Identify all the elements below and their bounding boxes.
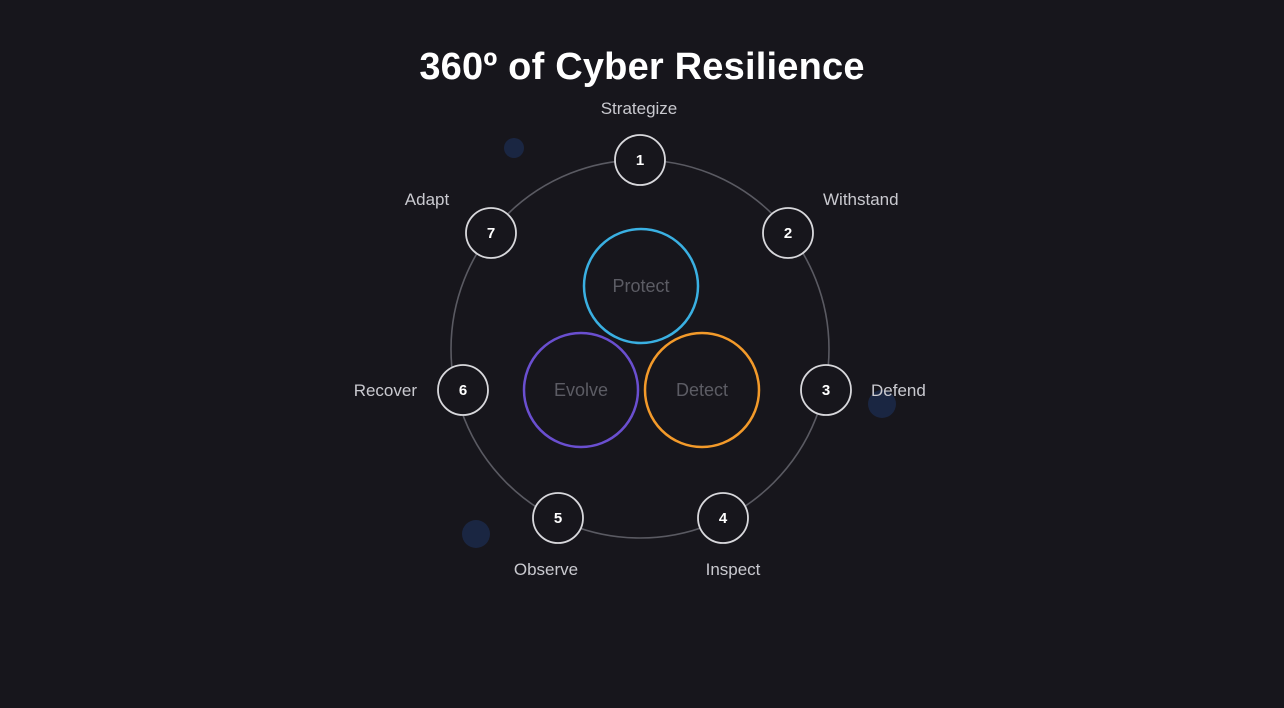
core-ring-detect <box>643 331 761 449</box>
step-circle <box>800 364 852 416</box>
step-number: 3 <box>822 382 830 399</box>
step-node-7: 7 Adapt <box>405 190 517 259</box>
core-circle-detect: Detect <box>643 331 761 449</box>
core-circle-protect: Protect <box>582 227 700 345</box>
step-node-5: 5 Observe <box>514 492 584 579</box>
background-glows <box>462 138 896 548</box>
core-ring-protect <box>582 227 700 345</box>
step-number: 1 <box>636 152 644 169</box>
glow-dot <box>504 138 524 158</box>
step-label: Defend <box>871 381 926 400</box>
core-label-evolve: Evolve <box>554 380 608 400</box>
step-node-2: 2 Withstand <box>762 190 899 259</box>
core-circle-evolve: Evolve <box>522 331 640 449</box>
step-number: 7 <box>487 225 495 242</box>
core-label-detect: Detect <box>676 380 728 400</box>
glow-dot <box>868 390 896 418</box>
core-ring-evolve <box>522 331 640 449</box>
step-node-1: 1 Strategize <box>601 99 678 186</box>
step-circle <box>532 492 584 544</box>
core-label-protect: Protect <box>612 276 669 296</box>
step-number: 5 <box>554 510 562 527</box>
step-label: Observe <box>514 560 578 579</box>
step-node-6: 6 Recover <box>354 364 489 416</box>
step-number: 2 <box>784 225 792 242</box>
step-label: Recover <box>354 381 418 400</box>
step-label: Withstand <box>823 190 899 209</box>
step-circle <box>762 207 814 259</box>
step-number: 4 <box>719 510 728 527</box>
step-circle <box>697 492 749 544</box>
step-node-3: 3 Defend <box>800 364 926 416</box>
step-number: 6 <box>459 382 467 399</box>
step-label: Adapt <box>405 190 450 209</box>
page-title: 360º of Cyber Resilience <box>419 46 865 88</box>
glow-dot <box>462 520 490 548</box>
step-node-4: 4 Inspect <box>697 492 761 579</box>
step-circle <box>465 207 517 259</box>
step-label: Inspect <box>706 560 761 579</box>
step-circle <box>614 134 666 186</box>
step-circle <box>437 364 489 416</box>
step-label: Strategize <box>601 99 678 118</box>
